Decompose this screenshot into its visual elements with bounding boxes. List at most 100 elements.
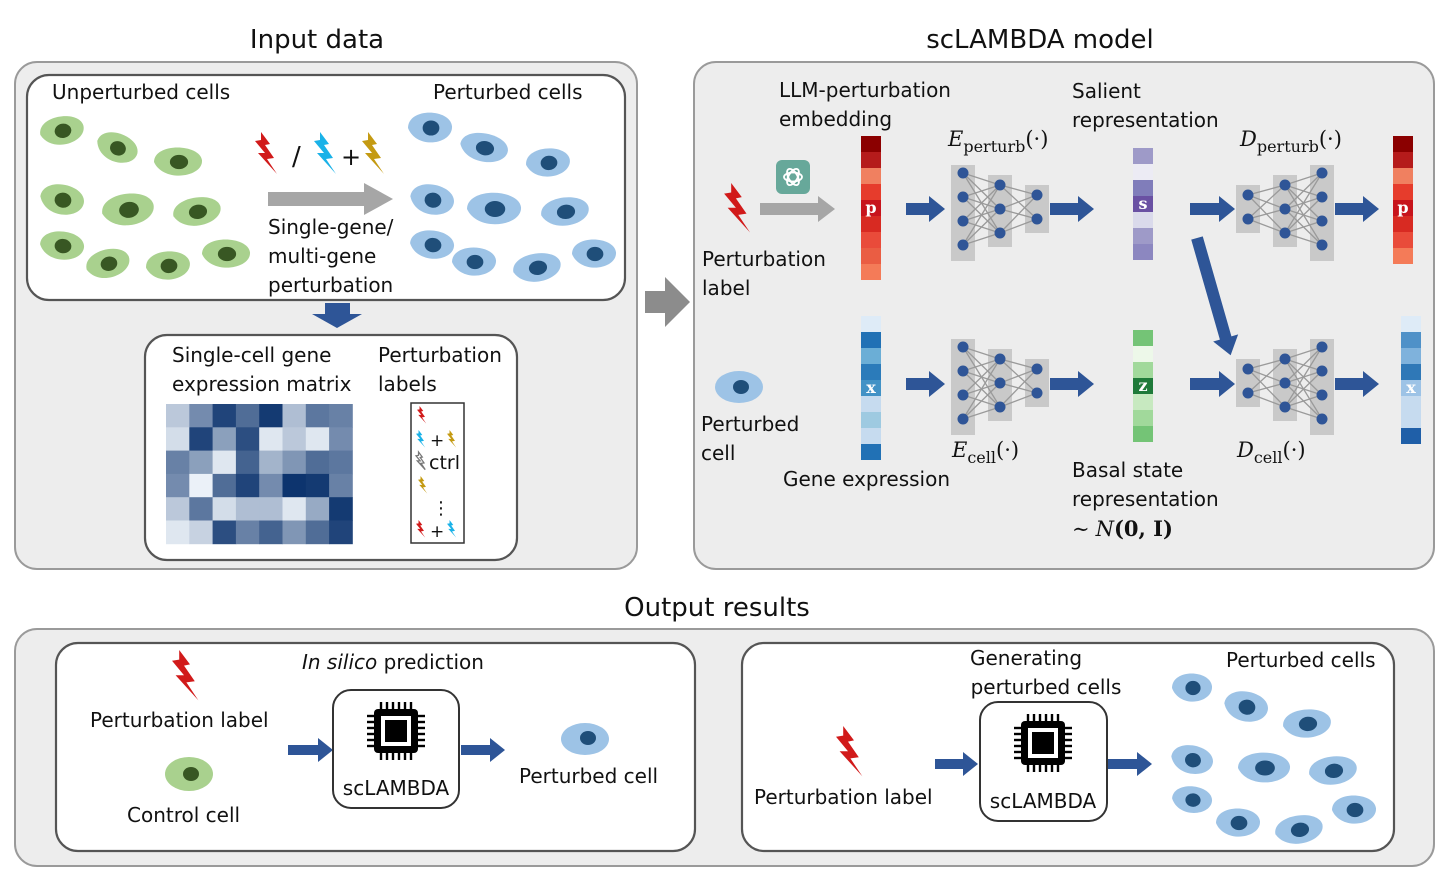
cells-box [25,73,627,302]
heatmap-cell [212,497,237,521]
heatmap-cell [282,427,307,451]
left-output-arrow [461,738,505,762]
down-arrow [312,303,362,328]
llm-logo-icon [776,160,810,194]
heatmap-cell [329,497,353,521]
prior-distribution: ∼N(0, I) [1072,516,1173,541]
llm-arrow [760,196,835,222]
perturbation-decoder-network [1236,165,1334,261]
green-cell [102,193,154,226]
blue-cell [1172,673,1213,702]
blue-cell [452,247,497,276]
matrix-title-line-2: expression matrix [172,372,352,396]
heatmap-cell [329,404,353,428]
salient-vector: s [1133,148,1153,260]
blue-cell [460,132,508,163]
input-data-title: Input data [250,25,384,55]
blue-cell [541,197,589,226]
cell-encoder-network [951,339,1049,435]
decoder-perturb-label: Dperturb(·) [1239,127,1342,156]
heatmap-cell [189,450,213,475]
perturbation-label-line-1: Perturbation [702,247,826,271]
blue-cell [1275,815,1323,844]
label-ctrl: ctrl [429,452,460,474]
control-cell-nucleus [183,767,199,781]
right-perturbation-label: Perturbation label [754,785,933,809]
heatmap-cell [282,520,307,545]
labels-list-box [410,402,465,544]
heatmap-cell [166,450,190,475]
salient-label-line-2: representation [1072,108,1219,132]
green-cell [202,239,251,268]
heatmap-cell [166,473,190,498]
blue-cell [1172,786,1213,813]
perturbation-embedding-vector: p [861,136,881,280]
blue-cell [526,148,570,177]
label-ellipsis: ⋮ [432,498,450,519]
right-perturbed-cells-label: Perturbed cells [1226,648,1376,672]
neural-networks [951,165,1334,435]
heatmap-cell [329,520,353,545]
heatmap-cell [305,497,330,521]
blue-cell [1171,745,1213,774]
decoder-to-reconstruction-arrow [1335,371,1379,397]
heatmap-cell [282,473,307,498]
gene-expression-label: Gene expression [783,467,950,491]
label-plus: + [430,431,444,451]
heatmap-cell [189,497,213,521]
generating-title-line-1: Generating [970,646,1082,670]
left-chip-icon [365,700,427,762]
perturbed-cell-label-line-1: Perturbed [701,412,799,436]
heatmap-cell [212,473,237,498]
heatmap-cell [235,473,260,498]
reconstructed-expression-vector: x [1401,316,1421,444]
heatmap-cell [329,450,353,475]
heatmap-cell [212,520,237,545]
left-perturbation-label: Perturbation label [90,708,269,732]
heatmap-cell [166,520,190,545]
salient-to-decoder-arrow [1190,196,1235,222]
heatmap-cell [329,427,353,451]
arrow-caption-line-2: multi-gene [268,244,376,268]
left-perturbed-cell-label: Perturbed cell [519,764,658,788]
heatmap-cell [212,404,237,428]
heatmap-cell [235,497,260,521]
slash-separator: / [292,142,301,172]
heatmap-cell [166,497,190,521]
heatmap-cell [282,404,307,428]
output-results-title: Output results [624,593,810,623]
label-plus-2: + [430,522,444,542]
heatmap-cell [189,520,213,545]
heatmap-cell [329,473,353,498]
heatmap-cell [212,427,237,451]
decoder-to-output-arrow [1335,196,1379,222]
right-chip-label: scLAMBDA [990,789,1097,813]
salient-to-cell-decoder-arrow [1191,236,1239,356]
model-title: scLAMBDA model [926,25,1154,55]
blue-cell [1309,756,1357,785]
heatmap-cell [305,427,330,451]
green-cell [40,116,84,145]
encoder-perturb-label: Eperturb(·) [947,127,1048,156]
basal-to-decoder-arrow [1190,371,1235,397]
heatmap-cell [189,404,213,428]
blue-cell [467,192,522,225]
output-perturbed-cell-nucleus [580,731,596,745]
right-chip-icon [1012,712,1074,774]
vector-letter: s [1138,194,1147,213]
heatmap-cell [235,404,260,428]
heatmap-cell [282,497,307,521]
blue-cell [410,184,454,215]
green-cell [86,248,130,279]
heatmap-cell [166,427,190,451]
perturbed-cell-cluster [408,112,617,282]
arrow-caption-line-1: Single-gene/ [268,215,394,239]
perturbed-cells-label: Perturbed cells [433,80,583,104]
heatmap-cell [282,450,307,475]
perturbation-label-line-2: label [702,276,750,300]
vector-letter: x [1406,378,1416,397]
blue-cell [1238,752,1291,783]
heatmap-cell [235,520,260,545]
right-output-arrow [1108,752,1152,776]
input-to-model-arrow [645,277,690,327]
